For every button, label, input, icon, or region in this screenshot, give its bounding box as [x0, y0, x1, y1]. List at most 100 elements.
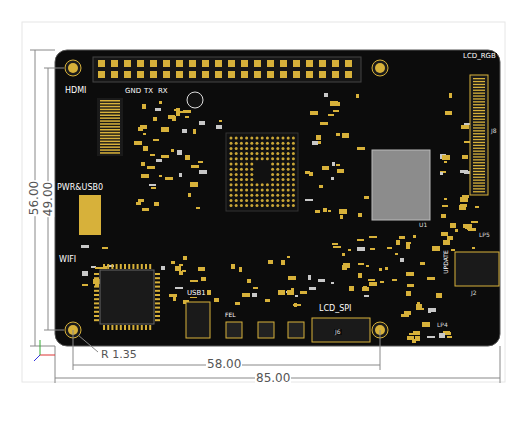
ball — [287, 168, 290, 171]
ball — [282, 152, 285, 155]
ball — [230, 142, 233, 145]
ball — [230, 152, 233, 155]
pad — [214, 298, 219, 302]
pad — [406, 242, 411, 244]
pad — [441, 232, 448, 236]
ball — [276, 168, 279, 171]
pad — [241, 71, 248, 78]
ball — [230, 168, 233, 171]
ball — [282, 199, 285, 202]
ball — [276, 189, 279, 192]
usb1-connector — [186, 302, 210, 338]
ball — [250, 137, 253, 140]
pad — [380, 281, 384, 283]
pad — [161, 127, 169, 130]
pad — [198, 267, 205, 271]
pad — [473, 116, 485, 117]
ball — [245, 137, 248, 140]
ball — [292, 199, 295, 202]
pad — [315, 210, 320, 213]
pad — [332, 60, 339, 67]
pad — [171, 261, 175, 264]
ball — [276, 204, 279, 207]
pad — [149, 184, 156, 186]
pad — [442, 155, 450, 160]
ball — [266, 194, 269, 197]
pad — [185, 116, 189, 118]
pad — [336, 164, 340, 166]
pad — [451, 249, 455, 251]
pad — [100, 146, 120, 148]
pad — [473, 81, 485, 82]
ball — [292, 137, 295, 140]
pad — [473, 95, 485, 96]
pad — [100, 106, 120, 108]
pad — [445, 111, 452, 115]
pad — [345, 60, 352, 67]
pad — [155, 286, 160, 288]
pad — [215, 71, 222, 78]
pad — [143, 133, 146, 135]
pad — [337, 169, 344, 173]
ball — [266, 152, 269, 155]
ball — [271, 173, 274, 176]
ball — [282, 183, 285, 186]
pad — [287, 290, 294, 295]
pad — [379, 268, 382, 271]
pad — [145, 264, 147, 269]
ball — [271, 147, 274, 150]
pad — [331, 177, 334, 180]
ball — [250, 163, 253, 166]
silkscreen-label: U1 — [418, 222, 428, 228]
dimension-label: 56.00 — [28, 180, 40, 216]
pad — [412, 339, 416, 343]
pad — [473, 124, 485, 125]
pad — [318, 141, 321, 144]
dimension-label: 49.00 — [42, 181, 54, 217]
usb0-connector — [79, 195, 101, 235]
gpio-header — [93, 57, 361, 82]
silkscreen-label: J6 — [334, 329, 342, 335]
pad — [107, 325, 109, 330]
ball — [240, 168, 243, 171]
pad — [473, 182, 485, 183]
pad — [287, 256, 290, 258]
ball — [292, 178, 295, 181]
pad — [173, 296, 176, 301]
pad — [137, 264, 139, 269]
pad — [202, 60, 209, 67]
pad — [280, 71, 287, 78]
axis-symbol — [34, 340, 55, 361]
ball — [292, 142, 295, 145]
pad — [447, 236, 453, 240]
pad — [100, 149, 120, 151]
pad — [300, 291, 307, 294]
ball — [282, 189, 285, 192]
ball — [235, 163, 238, 166]
pad — [183, 256, 187, 260]
ball — [266, 199, 269, 202]
pad — [349, 286, 354, 291]
qfp-pins — [94, 264, 160, 330]
pad — [473, 130, 485, 131]
pad — [331, 282, 334, 284]
pad — [94, 298, 99, 300]
pad — [149, 264, 151, 269]
ball — [282, 173, 285, 176]
pad — [201, 277, 206, 281]
ball — [240, 183, 243, 186]
pad — [442, 205, 448, 207]
ball — [282, 168, 285, 171]
pad — [475, 206, 479, 208]
pad — [153, 139, 159, 141]
pad — [149, 325, 151, 330]
ball — [250, 204, 253, 207]
pad — [385, 267, 388, 270]
ball — [276, 183, 279, 186]
pad — [449, 93, 452, 98]
ball — [287, 189, 290, 192]
pad — [473, 171, 485, 172]
ball — [276, 142, 279, 145]
ball — [271, 199, 274, 202]
pad — [94, 319, 99, 321]
